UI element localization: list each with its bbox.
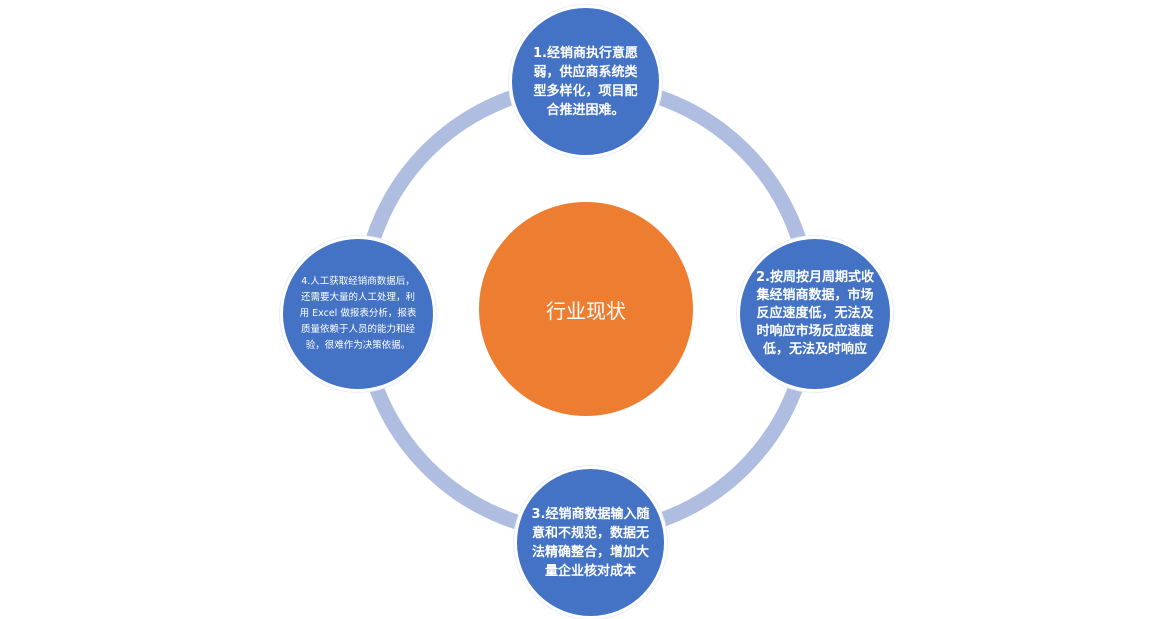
node-4-left: 4.人工获取经销商数据后，还需要大量的人工处理，利用 Excel 做报表分析，报…	[280, 236, 436, 392]
node-3-label: 3.经销商数据输入随意和不规范，数据无法精确整合，增加大量企业核对成本	[531, 506, 650, 579]
node-3-bottom: 3.经销商数据输入随意和不规范，数据无法精确整合，增加大量企业核对成本	[514, 466, 667, 619]
node-4-label: 4.人工获取经销商数据后，还需要大量的人工处理，利用 Excel 做报表分析，报…	[299, 276, 417, 351]
node-1-label: 1.经销商执行意愿弱，供应商系统类型多样化，项目配合推进困难。	[533, 45, 638, 118]
center-node: 行业现状	[479, 202, 693, 416]
node-2-right: 2.按周按月周期式收集经销商数据，市场反应速度低，无法及时响应市场反应速度低，无…	[737, 236, 893, 392]
node-2-label: 2.按周按月周期式收集经销商数据，市场反应速度低，无法及时响应市场反应速度低，无…	[756, 270, 874, 357]
node-1-top: 1.经销商执行意愿弱，供应商系统类型多样化，项目配合推进困难。	[509, 5, 662, 158]
center-node-label: 行业现状	[546, 298, 626, 323]
